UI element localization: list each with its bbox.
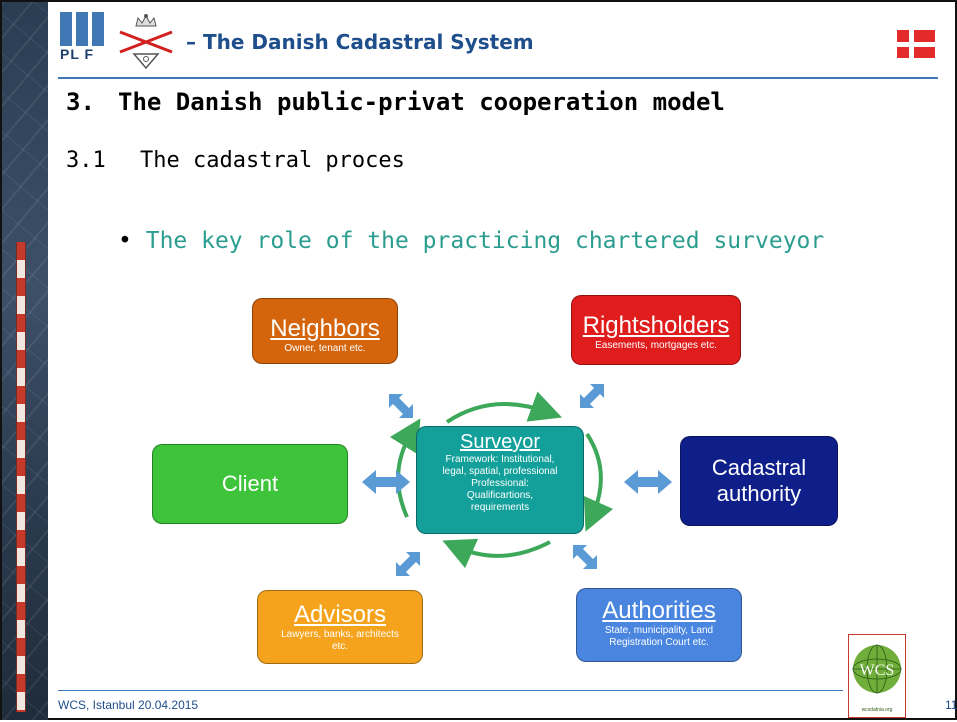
surveyor-line-5: requirements xyxy=(470,502,530,513)
wcs-logo: WCS wcsdatnia.org xyxy=(848,634,906,718)
footer-text: WCS, Istanbul 20.04.2015 xyxy=(58,698,199,712)
authorities-box: Authorities State, municipality, Land Re… xyxy=(576,588,742,662)
cadastral-title-line2: authority xyxy=(716,481,802,506)
authorities-title: Authorities xyxy=(602,597,716,624)
neighbors-title: Neighbors xyxy=(270,315,380,342)
footer-divider xyxy=(58,690,843,691)
subsection-title: The cadastral proces xyxy=(140,148,405,173)
surveyor-box: Surveyor Framework: Institutional, legal… xyxy=(416,426,584,534)
surveyor-line-2: legal, spatial, professional xyxy=(442,466,558,477)
surveyor-title: Surveyor xyxy=(459,431,541,453)
cadastral-authority-box: Cadastral authority xyxy=(680,436,838,526)
survey-pole-image xyxy=(16,242,26,712)
crown-crossed-instruments-logo xyxy=(119,14,173,70)
neighbors-box: Neighbors Owner, tenant etc. xyxy=(252,298,398,364)
surveyor-line-3: Professional: xyxy=(471,478,529,489)
neighbors-subtitle: Owner, tenant etc. xyxy=(284,343,366,354)
client-box: Client xyxy=(152,444,348,524)
rightsholders-box: Rightsholders Easements, mortgages etc. xyxy=(571,295,741,365)
wcs-badge-text: WCS xyxy=(860,662,895,679)
surveyor-line-4: Qualificartions, xyxy=(466,490,534,501)
advisors-subtitle-2: etc. xyxy=(331,641,349,652)
client-title: Client xyxy=(221,471,279,496)
authorities-subtitle-2: Registration Court etc. xyxy=(609,637,709,648)
section-title: The Danish public-privat cooperation mod… xyxy=(118,88,725,116)
bullet-point: • The key role of the practicing charter… xyxy=(118,228,824,254)
decorative-sidebar xyxy=(2,2,48,720)
advisors-title: Advisors xyxy=(293,601,387,628)
header-divider xyxy=(58,77,938,79)
bullet-marker: • xyxy=(118,228,132,254)
section-number: 3. xyxy=(66,88,95,116)
surveyor-line-1: Framework: Institutional, xyxy=(445,454,555,465)
wcs-badge-small: wcsdatnia.org xyxy=(862,707,893,713)
plf-logo: PL F xyxy=(60,12,104,62)
page-number: 11 xyxy=(945,698,957,712)
rightsholders-title: Rightsholders xyxy=(582,312,730,339)
advisors-box: Advisors Lawyers, banks, architects etc. xyxy=(257,590,423,664)
advisors-subtitle-1: Lawyers, banks, architects xyxy=(281,629,399,640)
rightsholders-subtitle: Easements, mortgages etc. xyxy=(595,340,717,351)
subsection-number: 3.1 xyxy=(66,148,106,173)
header-title: – The Danish Cadastral System xyxy=(186,30,534,54)
cadastral-title-line1: Cadastral xyxy=(711,455,807,480)
authorities-subtitle-1: State, municipality, Land xyxy=(604,625,714,636)
bullet-text: The key role of the practicing chartered… xyxy=(145,228,825,254)
danish-flag-icon xyxy=(897,30,935,58)
